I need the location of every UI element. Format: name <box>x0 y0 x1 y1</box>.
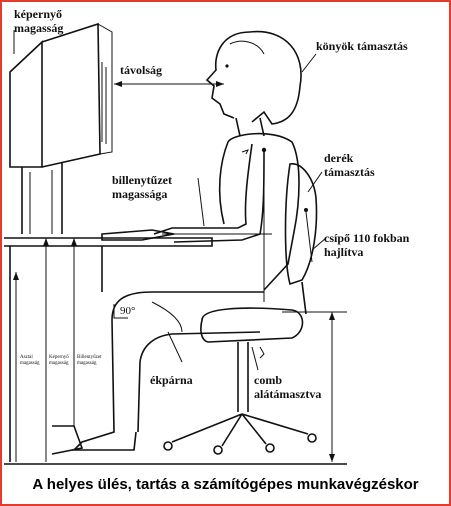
person-torso <box>218 132 300 291</box>
label-knee-angle: 90° <box>120 305 135 317</box>
label-vert-desk: Asztal magasság <box>20 355 40 366</box>
footrest <box>51 425 84 455</box>
chair <box>163 163 318 455</box>
person-arm <box>153 143 265 243</box>
label-elbow-rest: könyök támasztás <box>316 39 408 53</box>
monitor <box>9 22 113 234</box>
ergonomic-seating-diagram: képernyő magasság távolság könyök támasz… <box>4 7 412 465</box>
measurements <box>13 30 347 462</box>
label-thigh-support: comb alátámasztva <box>254 373 321 401</box>
label-vert-keyboard: Billentyűzet magasság <box>77 355 103 366</box>
label-distance: távolság <box>120 63 162 77</box>
label-lumbar-support: derék támasztás <box>324 151 375 179</box>
label-hip-angle: csípő 110 fokban hajlítva <box>324 231 412 259</box>
label-keyboard-height: billenytűzet magassága <box>112 173 175 201</box>
leader-lines <box>167 53 327 371</box>
caption: A helyes ülés, tartás a számítógépes mun… <box>32 476 419 493</box>
desk <box>4 237 213 462</box>
keyboard <box>101 229 175 241</box>
label-shin-pad: ékpárna <box>150 373 193 387</box>
label-screen-height: képernyő magasság <box>14 7 65 35</box>
label-vert-screen: Képernyő magasság <box>49 355 70 366</box>
person-legs <box>72 291 264 451</box>
